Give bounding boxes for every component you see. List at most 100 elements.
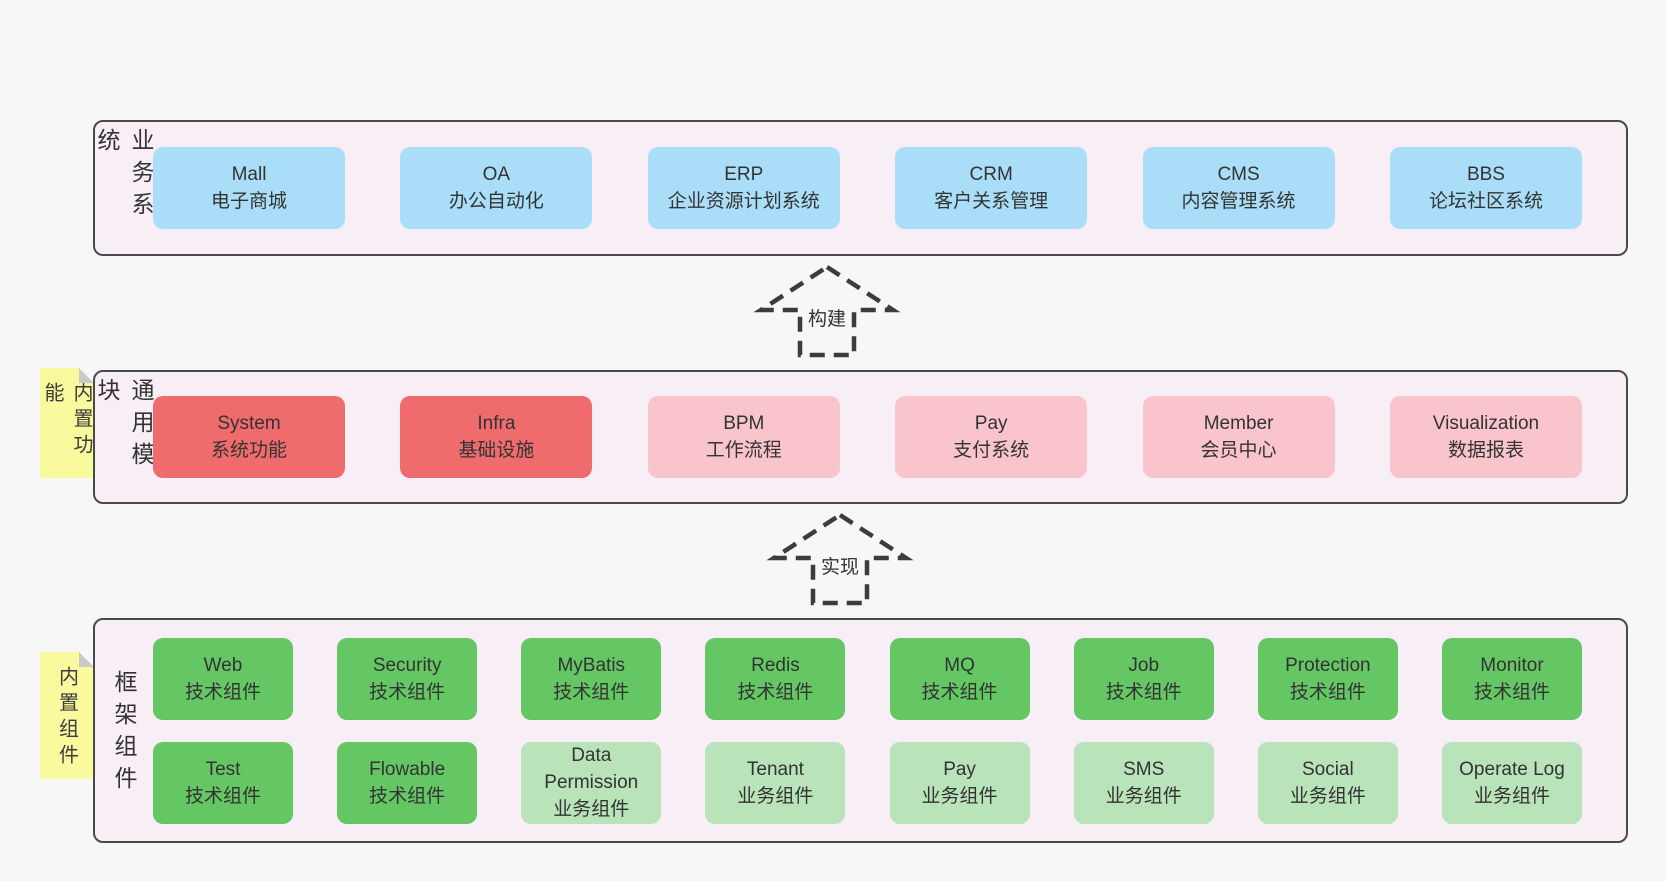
module-box-name: OA [482, 164, 511, 185]
module-box-sms: SMS 业务组件 [1073, 741, 1214, 824]
module-box-name: Operate Log [1459, 758, 1565, 780]
module-box-description: 内容管理系统 [1181, 191, 1296, 212]
module-box-description: 技术组件 [184, 785, 261, 807]
module-box-name: CMS [1217, 164, 1260, 185]
module-box-description: 技术组件 [1473, 681, 1550, 703]
module-box-bpm: BPM 工作流程 [647, 396, 840, 478]
module-box-description: 技术组件 [553, 681, 630, 703]
module-box-oa: OA 办公自动化 [400, 147, 593, 229]
module-box-description: 业务组件 [1289, 785, 1366, 807]
module-box-flowable: Flowable 技术组件 [337, 741, 478, 824]
module-box-name: Security [372, 654, 442, 676]
module-box-description: 会员中心 [1200, 440, 1277, 461]
module-box-description: 技术组件 [369, 681, 446, 703]
module-box-data-permission: Data Permission 业务组件 [521, 741, 662, 824]
module-box-tenant: Tenant 业务组件 [705, 741, 846, 824]
module-box-name: SMS [1123, 758, 1165, 780]
module-box-name: Mall [231, 164, 267, 185]
module-box-social: Social 业务组件 [1257, 741, 1398, 824]
module-box-name: Flowable [369, 758, 446, 780]
module-box-cms: CMS 内容管理系统 [1142, 147, 1335, 229]
arrow-outline [753, 264, 901, 358]
module-box-mq: MQ 技术组件 [889, 637, 1030, 720]
module-box-pay: Pay 业务组件 [889, 741, 1030, 824]
module-box-protection: Protection 技术组件 [1257, 637, 1398, 720]
module-box-description: 技术组件 [184, 681, 261, 703]
module-box-description: 技术组件 [737, 681, 814, 703]
module-box-name: CRM [969, 164, 1013, 185]
module-box-name: Infra [477, 413, 516, 434]
module-box-description: 电子商城 [210, 191, 287, 212]
module-box-description: 论坛社区系统 [1428, 191, 1543, 212]
build-arrow-label: 构建 [808, 308, 846, 330]
sticky-note-label: 内置功能 [41, 382, 92, 460]
sticky-note-label: 内置组件 [55, 666, 78, 770]
module-box-name: Monitor [1480, 654, 1544, 676]
implement-arrow-label: 实现 [821, 556, 859, 578]
module-box-description: 基础设施 [458, 440, 535, 461]
module-box-crm: CRM 客户关系管理 [895, 147, 1088, 229]
module-box-redis: Redis 技术组件 [705, 637, 846, 720]
module-box-description: 技术组件 [369, 785, 446, 807]
module-box-description: 系统功能 [210, 440, 287, 461]
module-box-name: Member [1203, 413, 1274, 434]
build-arrow-icon: 构建 [753, 264, 901, 358]
module-box-visualization: Visualization 数据报表 [1389, 396, 1582, 478]
band-label-common-modules: 通用模块 [94, 378, 154, 474]
module-box-description: 办公自动化 [448, 191, 544, 212]
sticky-fold-corner-icon [79, 652, 94, 667]
module-box-description: 技术组件 [1289, 681, 1366, 703]
module-box-description: 技术组件 [921, 681, 998, 703]
implement-arrow-icon: 实现 [766, 512, 914, 606]
module-box-description: 业务组件 [1473, 785, 1550, 807]
sticky-note-built-in-features: 内置功能 [40, 368, 94, 478]
module-box-mall: Mall 电子商城 [153, 147, 345, 229]
module-box-name: Pay [943, 758, 976, 780]
module-box-description: 业务组件 [553, 799, 630, 820]
module-box-name: Job [1128, 654, 1160, 676]
module-box-description: 数据报表 [1447, 440, 1524, 461]
module-box-description: 业务组件 [921, 785, 998, 807]
module-box-description: 支付系统 [953, 440, 1030, 461]
module-box-name: Visualization [1432, 413, 1540, 434]
module-box-infra: Infra 基础设施 [400, 396, 593, 478]
sticky-note-built-in-components: 内置组件 [40, 652, 94, 779]
module-box-name: Protection [1285, 654, 1371, 676]
module-box-name: Tenant [746, 758, 804, 780]
band-label-framework-components: 框架组件 [111, 669, 137, 798]
arrow-outline [766, 512, 914, 606]
module-box-name: Data Permission [544, 745, 639, 793]
module-box-mybatis: MyBatis 技术组件 [521, 637, 662, 720]
module-box-description: 工作流程 [705, 440, 782, 461]
module-box-name: MyBatis [557, 654, 626, 676]
module-box-description: 业务组件 [737, 785, 814, 807]
module-box-name: BPM [723, 413, 765, 434]
module-box-description: 业务组件 [1105, 785, 1182, 807]
module-box-name: Pay [974, 413, 1008, 434]
module-box-name: MQ [944, 654, 975, 676]
module-box-name: Social [1301, 758, 1354, 780]
module-box-pay: Pay 支付系统 [895, 396, 1088, 478]
module-box-monitor: Monitor 技术组件 [1441, 637, 1582, 720]
module-box-member: Member 会员中心 [1142, 396, 1335, 478]
band-label-business-systems: 业务系统 [94, 128, 154, 224]
module-box-name: Test [205, 758, 241, 780]
module-box-name: Web [203, 654, 243, 676]
module-box-name: Redis [751, 654, 800, 676]
module-box-description: 客户关系管理 [934, 191, 1049, 212]
module-box-web: Web 技术组件 [153, 637, 293, 720]
module-box-description: 企业资源计划系统 [667, 191, 820, 212]
module-box-test: Test 技术组件 [153, 741, 293, 824]
module-box-security: Security 技术组件 [337, 637, 478, 720]
